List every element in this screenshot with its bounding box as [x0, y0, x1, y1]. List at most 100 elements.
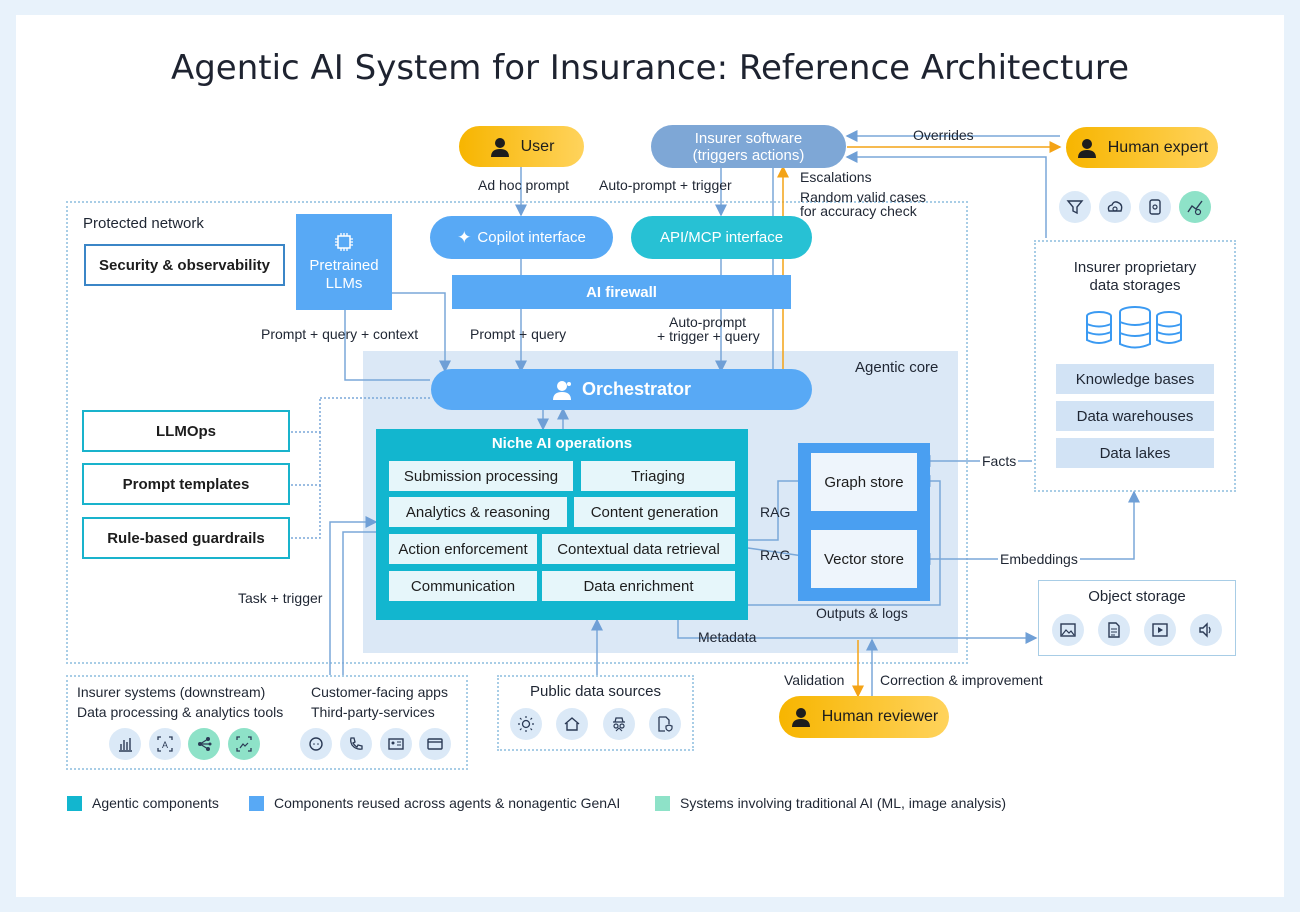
sun-icon — [510, 708, 542, 740]
human-reviewer-label: Human reviewer — [821, 708, 939, 725]
niche-item-label: Content generation — [590, 503, 719, 521]
image-analysis-icon — [228, 728, 260, 760]
security-label: Security & observability — [99, 256, 270, 274]
agent-icon — [552, 380, 571, 400]
customer-apps-sublabel: Third-party-services — [311, 704, 435, 720]
niche-item[interactable]: Contextual data retrieval — [542, 534, 735, 564]
niche-item[interactable]: Analytics & reasoning — [389, 497, 567, 527]
edge-rag-1: RAG — [760, 504, 791, 520]
chart-settings-icon — [1179, 191, 1211, 223]
llmops-box[interactable]: LLMOps — [82, 410, 290, 452]
network-icon — [188, 728, 220, 760]
bar-chart-icon — [109, 728, 141, 760]
copilot-interface[interactable]: ✦ Copilot interface — [430, 216, 613, 259]
api-mcp-interface[interactable]: API/MCP interface — [631, 216, 812, 259]
legend-traditional: Systems involving traditional AI (ML, im… — [680, 795, 1007, 811]
orchestrator[interactable]: Orchestrator — [431, 369, 812, 410]
pretrained-llms-label: Pretrained — [309, 257, 379, 274]
vector-store[interactable]: Vector store — [811, 530, 917, 588]
security-observability[interactable]: Security & observability — [84, 244, 285, 286]
legend-swatch-agentic — [67, 796, 82, 811]
edge-prompt-query: Prompt + query — [470, 326, 567, 342]
sparkle-icon: ✦ — [457, 227, 472, 247]
edge-random-cases-2: for accuracy check — [800, 203, 917, 219]
niche-item[interactable]: Communication — [389, 571, 537, 601]
human-expert-node[interactable]: Human expert — [1066, 127, 1218, 168]
data-warehouses[interactable]: Data warehouses — [1056, 401, 1214, 431]
niche-item[interactable]: Submission processing — [389, 461, 573, 491]
edge-overrides: Overrides — [913, 127, 974, 143]
edge-auto-prompt-query-2: + trigger + query — [657, 328, 760, 344]
object-storage-region — [1038, 580, 1236, 656]
niche-item-label: Triaging — [631, 467, 685, 485]
pretrained-llms[interactable]: Pretrained LLMs — [296, 214, 392, 310]
knowledge-bases[interactable]: Knowledge bases — [1056, 364, 1214, 394]
niche-item[interactable]: Triaging — [581, 461, 735, 491]
protected-network-label: Protected network — [83, 215, 204, 232]
edge-correction: Correction & improvement — [880, 672, 1043, 688]
ai-firewall-label: AI firewall — [586, 283, 657, 301]
legend-agentic: Agentic components — [92, 795, 219, 811]
image-icon — [1052, 614, 1084, 646]
insurer-systems-label: Insurer systems (downstream) — [77, 684, 266, 700]
document-shield-icon — [649, 708, 681, 740]
graph-store[interactable]: Graph store — [811, 453, 917, 511]
edge-outputs-logs: Outputs & logs — [816, 605, 908, 621]
credit-card-icon — [419, 728, 451, 760]
edge-task-trigger: Task + trigger — [238, 590, 323, 606]
spy-icon — [603, 708, 635, 740]
storage-subtitle: data storages — [1089, 277, 1181, 294]
legend-swatch-traditional — [655, 796, 670, 811]
edge-validation: Validation — [784, 672, 845, 688]
prompt-templates-box[interactable]: Prompt templates — [82, 463, 290, 505]
edge-rag-2: RAG — [760, 547, 791, 563]
copilot-label: Copilot interface — [477, 229, 586, 246]
audio-icon — [1190, 614, 1222, 646]
orchestrator-label: Orchestrator — [581, 379, 692, 399]
niche-item-label: Action enforcement — [398, 540, 528, 558]
guardrails-label: Rule-based guardrails — [107, 529, 265, 547]
video-icon — [1144, 614, 1176, 646]
database-icon — [1086, 306, 1182, 349]
niche-title: Niche AI operations — [491, 435, 633, 452]
id-card-icon — [380, 728, 412, 760]
person-icon — [490, 137, 509, 157]
prompt-templates-label: Prompt templates — [122, 475, 250, 493]
edge-random-cases: Random valid cases — [800, 189, 927, 205]
chip-icon — [335, 233, 353, 251]
insurer-software-node[interactable]: Insurer software (triggers actions) — [651, 125, 846, 168]
niche-item[interactable]: Content generation — [574, 497, 735, 527]
storage-title: Insurer proprietary — [1073, 259, 1197, 276]
document-search-icon — [1139, 191, 1171, 223]
insurer-systems-region — [66, 675, 468, 770]
legend-swatch-reused — [249, 796, 264, 811]
edge-metadata: Metadata — [698, 629, 757, 645]
data-warehouses-label: Data warehouses — [1076, 407, 1194, 425]
api-mcp-label: API/MCP interface — [659, 229, 784, 246]
insurer-systems-sublabel: Data processing & analytics tools — [77, 704, 284, 720]
protected-network-region — [66, 201, 968, 664]
user-node[interactable]: User — [459, 126, 584, 167]
niche-item-label: Analytics & reasoning — [405, 503, 551, 521]
data-lakes[interactable]: Data lakes — [1056, 438, 1214, 468]
niche-item-label: Communication — [410, 577, 516, 595]
edge-auto-prompt-trigger: Auto-prompt + trigger — [599, 177, 732, 193]
niche-item-label: Submission processing — [403, 467, 559, 485]
filter-icon — [1059, 191, 1091, 223]
guardrails-box[interactable]: Rule-based guardrails — [82, 517, 290, 559]
svg-text:A: A — [162, 740, 168, 750]
chat-icon — [300, 728, 332, 760]
text-recognition-icon: A — [149, 728, 181, 760]
data-lakes-label: Data lakes — [1099, 444, 1171, 462]
page-title: Agentic AI System for Insurance: Referen… — [170, 48, 1130, 88]
human-reviewer-node[interactable]: Human reviewer — [779, 696, 949, 738]
insurer-software-sublabel: (triggers actions) — [692, 146, 805, 164]
user-label: User — [520, 137, 555, 155]
human-expert-label: Human expert — [1107, 138, 1209, 156]
cloud-gear-icon — [1099, 191, 1131, 223]
niche-item[interactable]: Action enforcement — [389, 534, 537, 564]
niche-item[interactable]: Data enrichment — [542, 571, 735, 601]
object-storage-title: Object storage — [1088, 588, 1186, 605]
ai-firewall[interactable]: AI firewall — [452, 275, 791, 309]
vector-store-label: Vector store — [823, 550, 905, 568]
